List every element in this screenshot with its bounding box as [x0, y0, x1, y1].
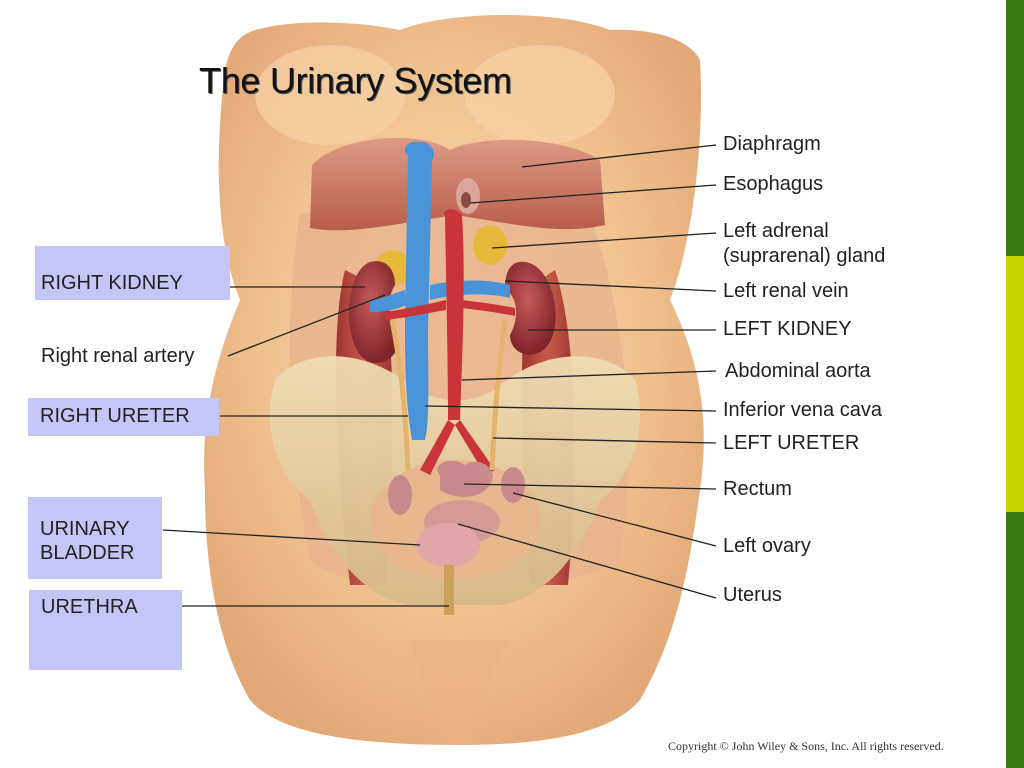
urinary-bladder-box: URINARY BLADDER [28, 497, 162, 579]
label-left-renal-vein: Left renal vein [723, 280, 849, 302]
label-diaphragm: Diaphragm [723, 133, 821, 155]
left-ureter-shape [489, 319, 508, 471]
label-rectum: Rectum [723, 478, 792, 500]
label-bladder: BLADDER [40, 542, 135, 564]
label-uterus: Uterus [723, 584, 782, 606]
urethra-shape [444, 565, 454, 615]
label-left-ureter: LEFT URETER [723, 432, 860, 454]
left-kidney-shape [505, 261, 556, 355]
copyright-notice: Copyright © John Wiley & Sons, Inc. All … [668, 739, 944, 753]
abdominal-aorta [443, 209, 464, 420]
label-left-ovary: Left ovary [723, 535, 811, 557]
accent-bar-top [1006, 0, 1024, 256]
right-kidney-box: RIGHT KIDNEY [35, 246, 230, 300]
label-urinary: URINARY [40, 518, 130, 540]
label-left-kidney: LEFT KIDNEY [723, 318, 852, 340]
inferior-vena-cava [404, 141, 434, 440]
label-left-adrenal-1: Left adrenal [723, 220, 829, 242]
right-ureter-shape [389, 319, 411, 471]
urethra-box: URETHRA [29, 590, 182, 670]
label-urethra: URETHRA [41, 596, 138, 618]
right-ureter-box: RIGHT URETER [28, 398, 219, 436]
label-inferior-vena-cava: Inferior vena cava [723, 399, 882, 421]
accent-bar-bottom [1006, 512, 1024, 768]
label-right-renal-artery: Right renal artery [41, 345, 195, 367]
label-right-kidney: RIGHT KIDNEY [41, 272, 183, 294]
label-esophagus: Esophagus [723, 173, 824, 195]
label-right-ureter: RIGHT URETER [40, 405, 190, 427]
bladder-shape [416, 523, 480, 567]
accent-bar-middle [1006, 256, 1024, 512]
label-abdominal-aorta: Abdominal aorta [725, 360, 871, 382]
diaphragm [310, 138, 605, 231]
slide-title: The Urinary System [199, 60, 512, 101]
label-left-adrenal-2: (suprarenal) gland [723, 245, 886, 267]
